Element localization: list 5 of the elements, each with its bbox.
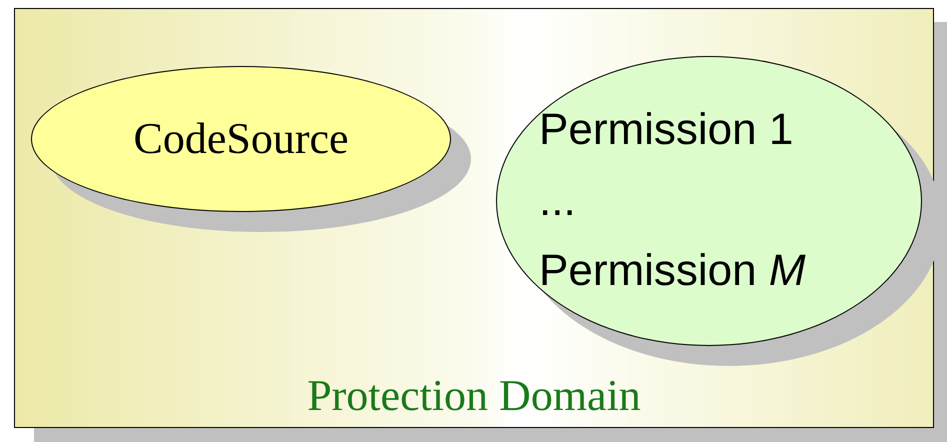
node-label: ... bbox=[539, 174, 577, 227]
node-label: Permission 1 bbox=[539, 104, 794, 156]
node-label: Permission M bbox=[539, 245, 806, 298]
node-label: CodeSource bbox=[132, 112, 350, 165]
domain-title: Protection Domain bbox=[306, 370, 642, 422]
